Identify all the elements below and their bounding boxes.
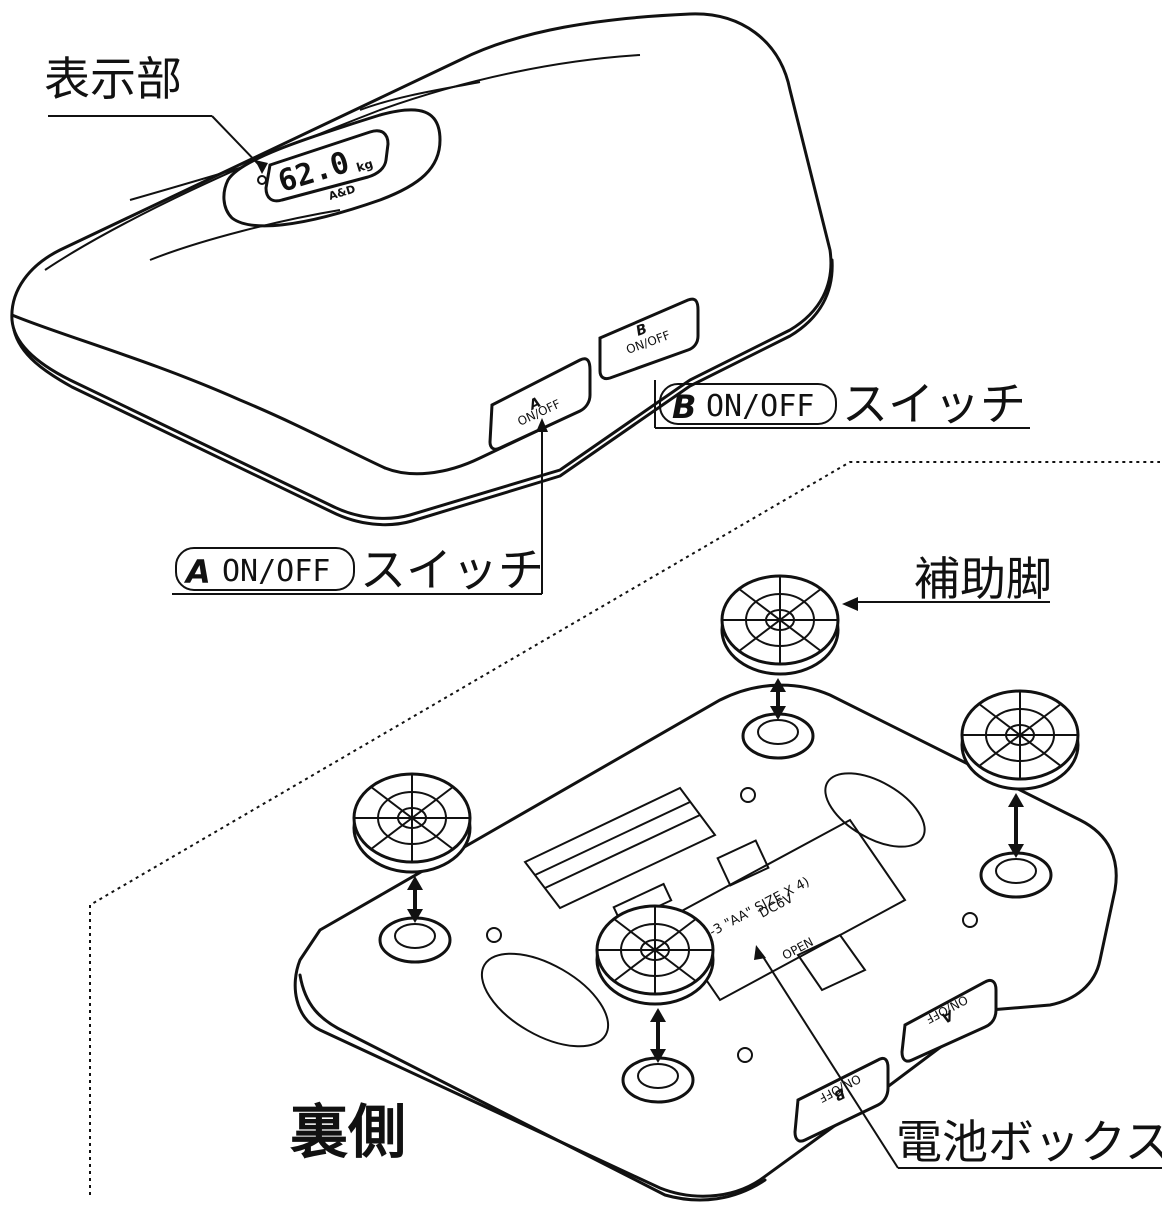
double-arrow-icon <box>770 678 786 720</box>
foot-socket <box>741 712 815 760</box>
arrowhead-icon <box>536 418 548 432</box>
arrowhead-icon <box>255 160 268 174</box>
aux-foot-disc[interactable] <box>352 772 472 874</box>
bottom-button-a[interactable] <box>900 978 998 1063</box>
label-battery-box: 電池ボックス <box>896 1115 1162 1169</box>
callout-display: 表示部 <box>44 52 268 174</box>
lcd-unit: kg <box>355 157 375 175</box>
aux-foot-disc[interactable] <box>720 574 840 676</box>
bottom-button-b[interactable] <box>793 1056 890 1143</box>
double-arrow-icon <box>1008 793 1024 858</box>
foot-socket <box>979 851 1053 899</box>
double-arrow-icon <box>407 876 423 923</box>
switch-b-letter: B <box>672 388 696 426</box>
top-scale-rim <box>12 258 834 527</box>
switch-a-badge <box>175 547 355 591</box>
switch-b-text: ON/OFF <box>706 389 814 424</box>
square-pad <box>716 839 770 887</box>
double-arrow-icon <box>650 1008 666 1063</box>
indicator-icon <box>257 175 267 185</box>
arrowhead-icon <box>842 597 858 611</box>
foot-socket <box>378 916 452 964</box>
switch-a-suffix: スイッチ <box>360 543 544 597</box>
label-display: 表示部 <box>44 52 182 106</box>
top-scale: 62.0 kg A&D A ON/OFF B ON/OFF <box>10 12 834 527</box>
switch-a-letter: A <box>183 553 211 591</box>
top-button-b[interactable] <box>598 297 700 381</box>
aux-foot-disc[interactable] <box>960 689 1080 791</box>
top-button-b-letter: B <box>634 321 650 340</box>
foot-socket <box>621 1056 695 1104</box>
switch-b-badge <box>659 383 837 425</box>
lcd-screen <box>264 129 390 203</box>
label-back-side: 裏側 <box>290 1098 406 1166</box>
callout-switch-b: B ON/OFF スイッチ <box>654 377 1030 431</box>
arrowhead-icon <box>754 945 766 960</box>
backside-frame <box>89 461 1160 1195</box>
callout-aux-feet: 補助脚 <box>842 552 1052 611</box>
aux-feet <box>352 574 1080 1063</box>
switch-b-suffix: スイッチ <box>842 377 1026 431</box>
aux-foot-disc[interactable] <box>595 904 715 1006</box>
bottom-recess-left <box>480 952 610 1048</box>
battery-latch[interactable] <box>796 933 867 992</box>
switch-a-text: ON/OFF <box>222 554 330 589</box>
top-button-a[interactable] <box>488 357 592 451</box>
spec-label <box>523 786 717 910</box>
label-aux-feet: 補助脚 <box>914 552 1052 606</box>
bottom-recess-right <box>824 772 926 848</box>
callout-switch-a: A ON/OFF スイッチ <box>172 418 548 597</box>
callout-battery-box: 電池ボックス <box>754 945 1162 1169</box>
